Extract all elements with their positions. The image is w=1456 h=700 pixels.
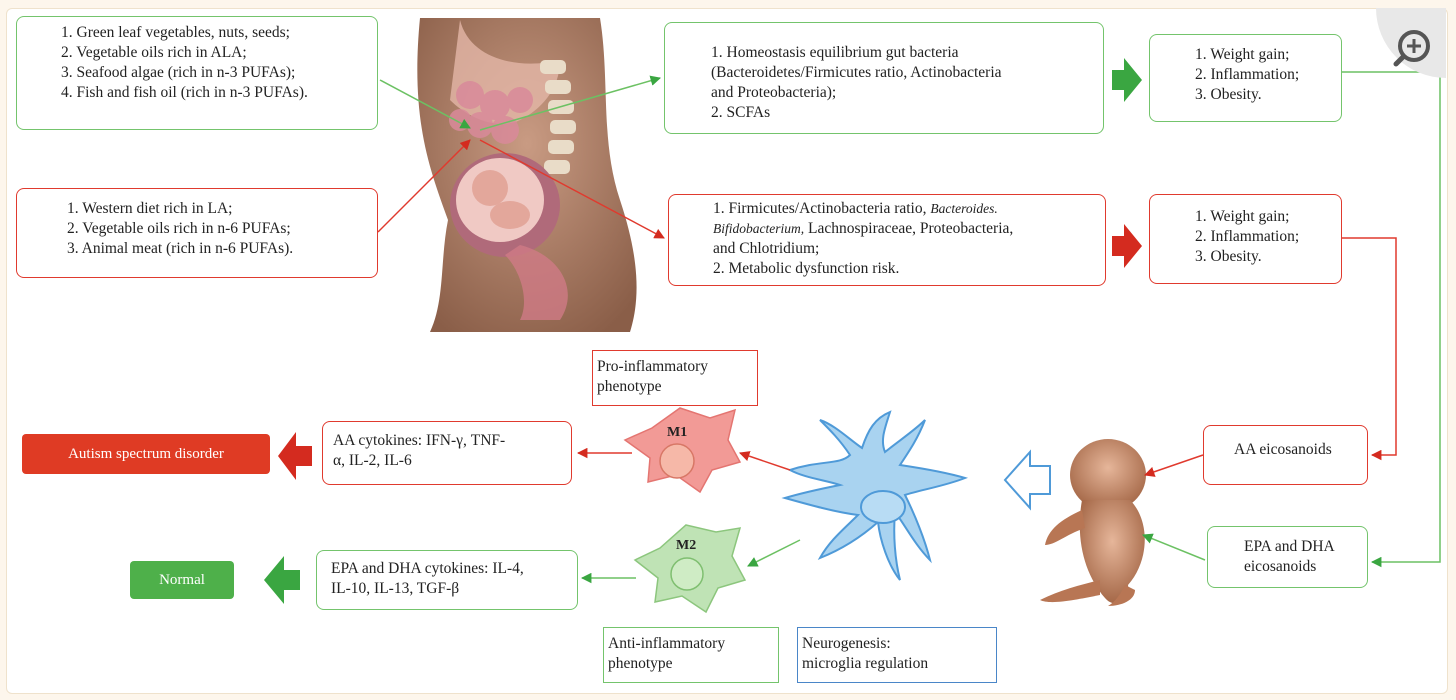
anti-inflammatory-label: Anti-inflammatory phenotype	[603, 627, 779, 683]
italic-genus: Bifidobacterium,	[713, 221, 805, 236]
zoom-in-icon	[1393, 30, 1430, 67]
text-line: Anti-inflammatory	[608, 635, 726, 652]
list-item: 2. Inflammation;	[1195, 228, 1300, 245]
pregnancy-illustration	[417, 18, 637, 332]
text-line: AA cytokines: IFN-γ, TNF-	[333, 432, 506, 449]
list-item: 2. Inflammation;	[1195, 66, 1300, 83]
red-connectors	[377, 139, 1397, 477]
text-line: eicosanoids	[1244, 558, 1317, 575]
right-arrow-icon	[1112, 58, 1142, 102]
list-item: 3. Obesity.	[1195, 248, 1262, 265]
list-item: 2. Vegetable oils rich in n-6 PUFAs;	[67, 220, 291, 237]
text-line: 1. Homeostasis equilibrium gut bacteria	[711, 44, 959, 61]
text-line: 1. Firmicutes/Actinobacteria ratio, Bact…	[713, 199, 1105, 219]
text-span: Lachnospiraceae, Proteobacteria,	[804, 220, 1014, 237]
left-arrow-icon	[278, 432, 312, 480]
right-arrow-icon	[1112, 224, 1142, 268]
text-line: microglia regulation	[802, 655, 929, 672]
zoom-button[interactable]	[1376, 8, 1446, 78]
normal-label: Normal	[130, 561, 234, 599]
list-item: 3. Obesity.	[1195, 86, 1262, 103]
list-item: 1. Weight gain;	[1195, 46, 1290, 63]
n6-sources-box: 1. Western diet rich in LA; 2. Vegetable…	[16, 188, 378, 278]
text-line: 2. Metabolic dysfunction risk.	[713, 260, 900, 277]
list-item: 1. Weight gain;	[1195, 208, 1290, 225]
text-line: Neurogenesis:	[802, 635, 891, 652]
m2-cell	[633, 524, 747, 614]
italic-genus: Bacteroides.	[930, 201, 998, 216]
pro-inflammatory-label: Pro-inflammatory phenotype	[592, 350, 758, 406]
m1-cell	[623, 407, 742, 494]
gut-bacteria-homeostasis-box: 1. Homeostasis equilibrium gut bacteria …	[664, 22, 1104, 134]
n3-sources-box: 1. Green leaf vegetables, nuts, seeds; 2…	[16, 16, 378, 130]
list-item: 4. Fish and fish oil (rich in n-3 PUFAs)…	[61, 84, 308, 101]
neurogenesis-label: Neurogenesis: microglia regulation	[797, 627, 997, 683]
green-connectors	[379, 71, 1441, 584]
text-line: phenotype	[597, 378, 662, 395]
epa-dha-cytokines-box: EPA and DHA cytokines: IL-4, IL-10, IL-1…	[316, 550, 578, 610]
autism-spectrum-disorder-label: Autism spectrum disorder	[22, 434, 270, 474]
outcome-increased-box: 1. Weight gain; 2. Inflammation; 3. Obes…	[1149, 194, 1342, 284]
text-line: 2. SCFAs	[711, 104, 771, 121]
text-span: 1. Firmicutes/Actinobacteria ratio,	[713, 200, 927, 217]
aa-cytokines-box: AA cytokines: IFN-γ, TNF- α, IL-2, IL-6	[322, 421, 572, 485]
gut-dysbiosis-box: 1. Firmicutes/Actinobacteria ratio, Bact…	[668, 194, 1106, 286]
text-line: and Proteobacteria);	[711, 84, 837, 101]
m2-label: M2	[676, 538, 697, 553]
text-line: IL-10, IL-13, TGF-β	[331, 580, 460, 597]
list-item: 1. Green leaf vegetables, nuts, seeds;	[61, 24, 290, 41]
text-line: α, IL-2, IL-6	[333, 452, 412, 469]
text-line: Bifidobacterium, Lachnospiraceae, Proteo…	[713, 219, 1105, 239]
left-arrow-icon	[264, 556, 300, 604]
text-line: (Bacteroidetes/Firmicutes ratio, Actinob…	[711, 64, 1002, 81]
list-item: 3. Animal meat (rich in n-6 PUFAs).	[67, 240, 294, 257]
outcome-reduced-box: 1. Weight gain; 2. Inflammation; 3. Obes…	[1149, 34, 1342, 122]
list-item: 1. Western diet rich in LA;	[67, 200, 233, 217]
text-line: EPA and DHA cytokines: IL-4,	[331, 560, 524, 577]
text-line: and Chlotridium;	[713, 240, 820, 257]
epa-dha-eicosanoids-box: EPA and DHA eicosanoids	[1207, 526, 1368, 588]
text-line: Pro-inflammatory	[597, 358, 709, 375]
list-item: 2. Vegetable oils rich in ALA;	[61, 44, 247, 61]
text-line: EPA and DHA	[1244, 538, 1335, 555]
left-arrow-icon	[1003, 449, 1051, 511]
list-item: 3. Seafood algae (rich in n-3 PUFAs);	[61, 64, 296, 81]
microglia-cell	[781, 410, 969, 581]
text-line: phenotype	[608, 655, 673, 672]
aa-eicosanoids-box: AA eicosanoids	[1203, 425, 1368, 485]
text-line: AA eicosanoids	[1234, 441, 1332, 458]
baby-illustration	[1040, 439, 1146, 606]
m1-label: M1	[667, 425, 688, 440]
